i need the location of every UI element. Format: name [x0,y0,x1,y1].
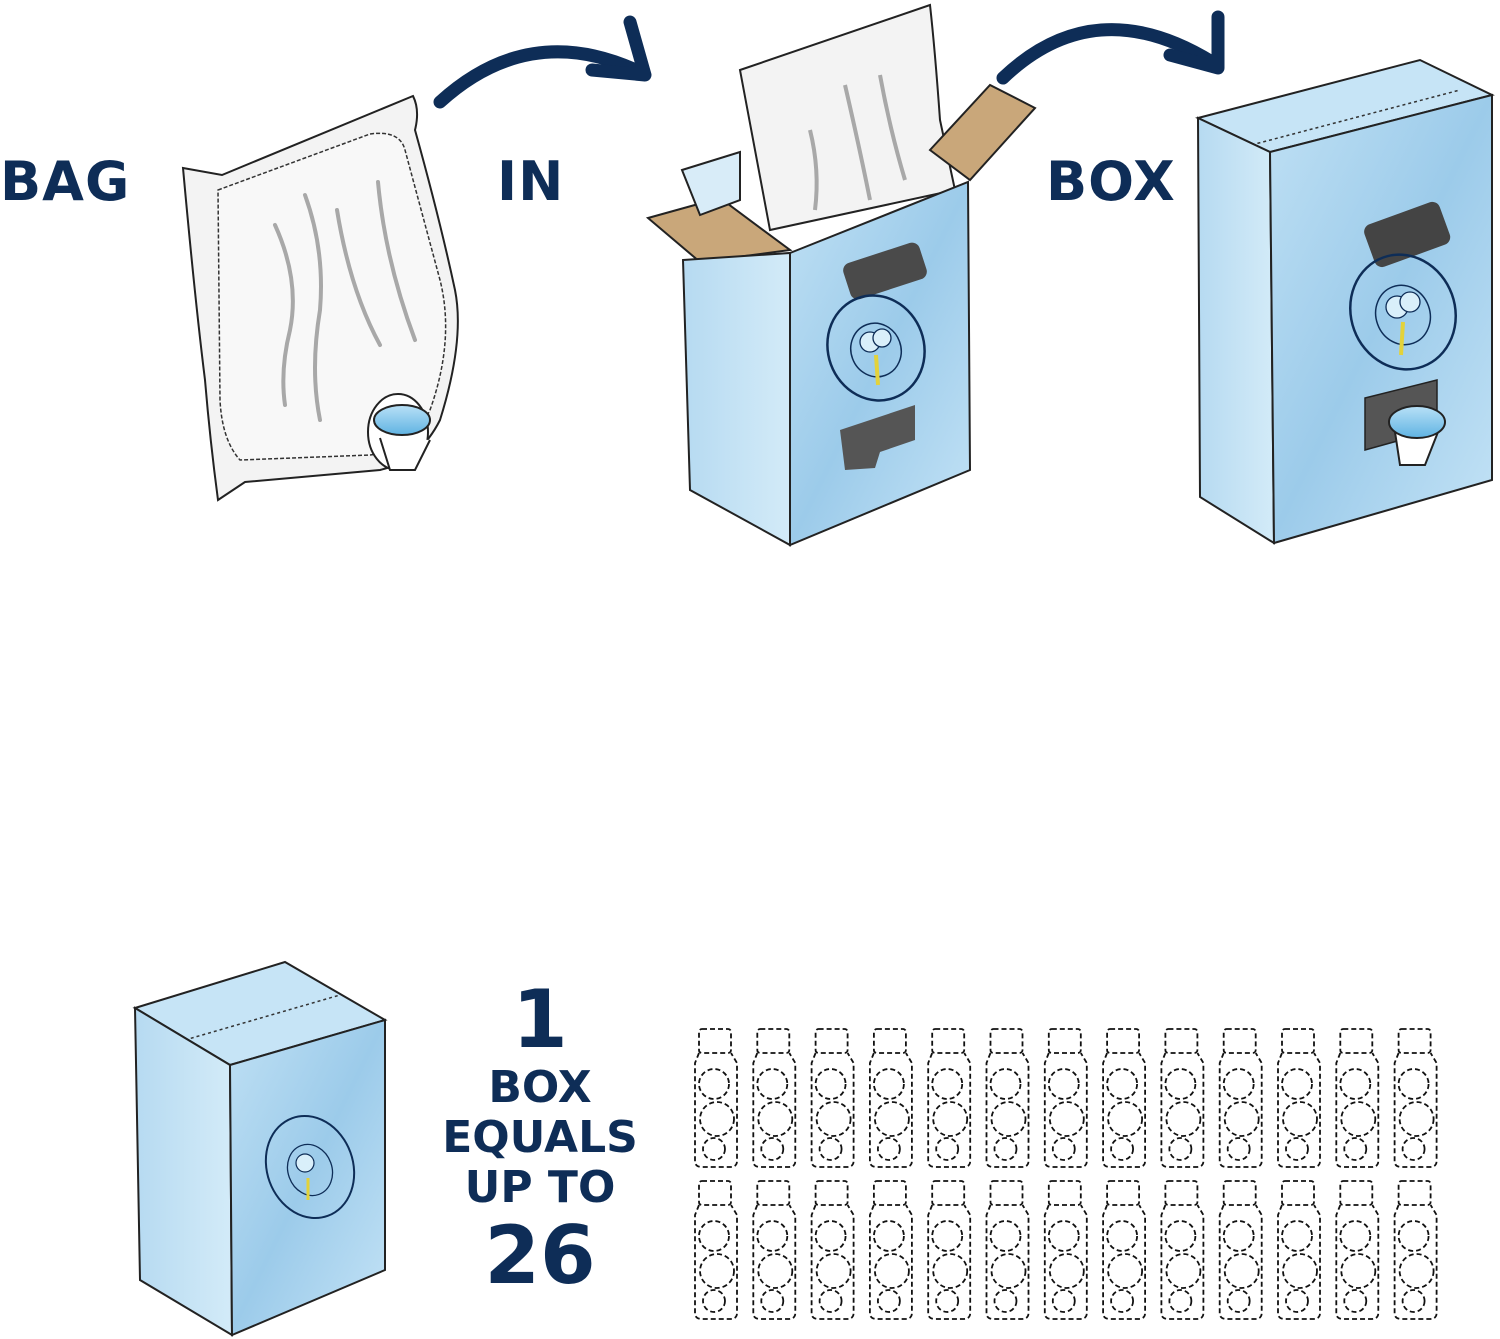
bottle-icon [985,1028,1030,1168]
bottle-icon [1335,1180,1380,1320]
arrow-curved-icon [433,15,652,109]
bottle-icon [1393,1180,1438,1320]
bag-icon [181,94,459,502]
bottle-icon [1277,1028,1321,1168]
bottle-icon [1393,1028,1438,1168]
bottle-icon [1102,1180,1147,1320]
bottle-icon [1043,1028,1088,1168]
bottle-icon [927,1180,972,1320]
equivalence-text: 1 BOX EQUALS UP TO 26 [430,980,650,1296]
bottle-icon [1160,1028,1205,1168]
bottle-icon [1218,1180,1263,1320]
bottle-icon [1335,1028,1380,1168]
bottle-icon [1218,1028,1263,1168]
bottle-icon [1277,1180,1321,1320]
step-label-box: BOX [1046,150,1176,213]
bottle-icon [1043,1180,1088,1320]
bottle-icon [868,1180,913,1320]
bubble-tree-logo-icon [826,294,926,402]
bottle-icon [752,1180,797,1320]
bottle-icon [1160,1180,1205,1320]
bottle-count: 26 [484,1209,596,1302]
equivalence-line-box: BOX [488,1062,592,1113]
equivalence-line-upto: UP TO [464,1162,616,1213]
bottle-icon [752,1028,797,1168]
bottle-icon [694,1028,738,1168]
equivalence-line-equals: EQUALS [442,1112,638,1163]
step-label-in: IN [497,150,565,213]
box-closed-icon [132,960,388,1337]
box-closed-icon [1195,58,1495,545]
bottle-icon [927,1028,972,1168]
bottle-grid [694,1028,1438,1320]
step-label-bag: BAG [0,150,131,213]
box-open-icon [645,3,1037,547]
bubble-tree-logo-icon [264,1114,356,1220]
bottle-icon [1102,1028,1147,1168]
bottle-icon [985,1180,1030,1320]
bottle-icon [868,1028,913,1168]
bubble-tree-logo-icon [1349,253,1457,371]
arrow-curved-icon [996,10,1225,85]
bottle-icon [810,1180,855,1320]
bottle-icon [694,1180,738,1320]
box-count: 1 [512,973,568,1066]
bottle-icon [810,1028,855,1168]
